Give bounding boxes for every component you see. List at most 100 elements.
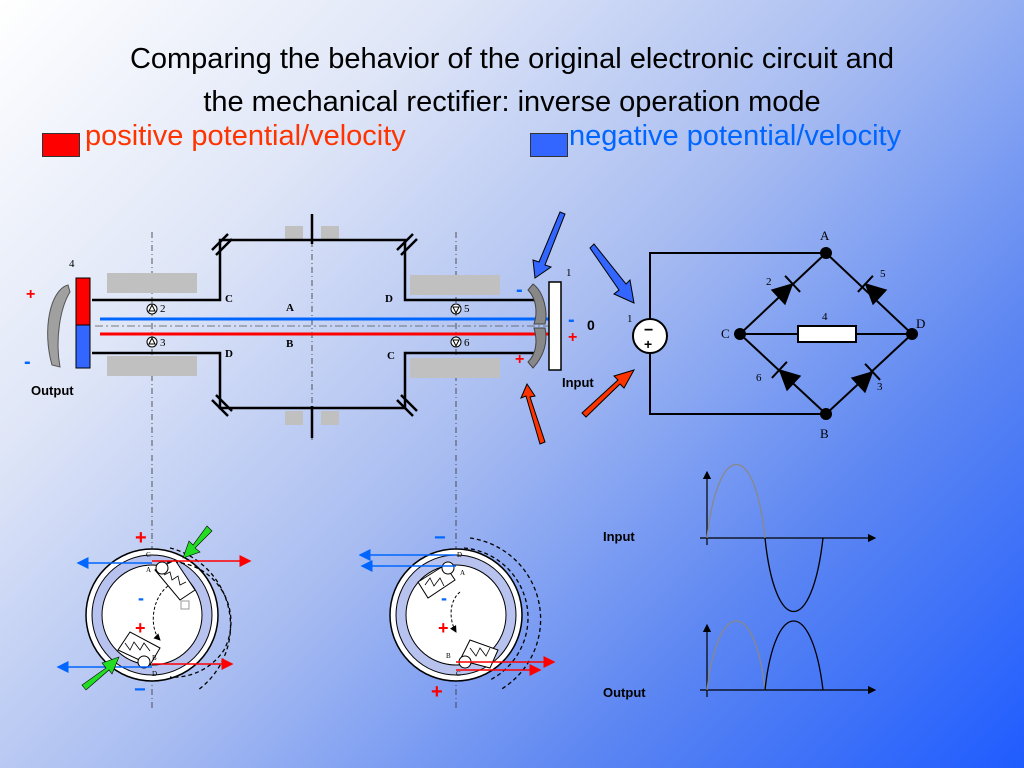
diode-label-3: 3 [877,381,883,393]
title-line-2: the mechanical rectifier: inverse operat… [203,86,821,118]
output-plate-positive [75,277,91,326]
bearing-block [321,226,339,240]
bearing-block [285,226,303,240]
port-label-C-right: C [387,350,395,362]
waveform-input-label: Input [603,529,635,544]
port-label-C-left: C [225,293,233,305]
bridge-diodes [734,247,918,420]
source-label-1: 1 [627,313,633,325]
output-crank [47,284,71,368]
valve-label-5: 5 [464,303,470,315]
cs-left-B: B [152,654,157,662]
bearing-block [285,411,303,425]
bridge-labels: A B C D 2 5 6 3 4 1 − + [627,228,925,441]
node-D [906,328,918,340]
shaft-label-B: B [286,338,294,350]
cs-right-minus-mid: - [441,588,447,608]
cross-section-right: D A B C − - + + [358,455,556,710]
cs-left-C: C [146,551,151,559]
input-crank-bottom [527,327,547,369]
cs-left-D: D [152,670,157,678]
node-C [734,328,746,340]
node-B [820,408,832,420]
label-1: 1 [566,267,572,279]
cs-left-A: A [146,566,151,574]
valves [146,303,462,348]
input-arrows [520,211,636,445]
cs-right-A: A [460,569,465,577]
positive-swatch [42,133,80,157]
arrow-blue-down [532,211,566,279]
output-wave-half-1 [706,620,766,691]
green-arrow-bottom [81,656,120,691]
output-minus: - [24,351,31,373]
waveform-input: Input [603,463,877,613]
input-minus-right: - [568,309,575,331]
negative-swatch [530,133,568,157]
slide-title: Comparing the behavior of the original e… [0,38,1024,124]
negative-label: negative potential/velocity [569,120,902,152]
output-wave-half-2 [764,620,824,691]
green-arrow-top [182,525,213,559]
node-label-A: A [820,228,830,243]
arrow-blue-diag [589,243,635,304]
output-plus: + [26,286,35,303]
input-minus-top: - [516,279,523,301]
node-label-D: D [916,316,925,331]
diode-6 [771,361,802,392]
resistor-label-4: 4 [822,311,828,323]
input-wave-positive-half [706,463,766,539]
shaft-label-A: A [286,302,294,314]
source-plus: + [644,336,652,352]
bridge-circuit [632,252,913,415]
label-4: 4 [69,258,75,270]
bearing-block [410,275,500,295]
output-plate-negative [75,324,91,369]
node-label-B: B [820,426,829,441]
diode-3 [850,363,881,394]
input-plate [548,281,562,371]
bearing-block [321,411,339,425]
input-wave-negative-half [764,537,824,613]
housing-outline [92,214,535,438]
title-line-1: Comparing the behavior of the original e… [129,43,895,75]
node-label-C: C [721,326,730,341]
input-plus-right: + [568,329,577,346]
port-label-D-left: D [225,348,233,360]
node-A [820,247,832,259]
positive-label: positive potential/velocity [85,120,406,152]
cs-left-minus-mid: - [138,588,144,608]
diode-label-2: 2 [766,276,772,288]
cs-right-minus-top: − [434,527,446,549]
waveform-output: Output [603,620,877,700]
bearing-block [107,273,197,293]
arrow-red-up [520,382,546,445]
diode-2 [770,275,801,306]
cs-left-minus-bottom: − [134,679,146,701]
source-minus: − [644,322,653,339]
bearing-block [107,356,197,376]
input-plus-bottom: + [515,351,524,368]
cs-right-plus-bottom: + [431,681,443,703]
input-label: Input [562,375,594,390]
cs-right-D: D [457,551,462,559]
cs-left-plus-mid: + [135,618,146,638]
output-label: Output [31,383,74,398]
cs-right-C: C [456,670,461,678]
diode-5 [857,275,888,306]
cross-section-left: C A B D + - + − [56,455,252,710]
resistor-4 [797,325,857,343]
cs-left-plus-top: + [135,527,147,549]
bearing-block [410,358,500,378]
valve-label-6: 6 [464,337,470,349]
valve-label-2: 2 [160,303,166,315]
voltage-source-1 [632,318,668,354]
diode-label-5: 5 [880,268,886,280]
input-crank-top [527,283,547,325]
mechanical-rectifier: 4 1 2 3 5 6 C D D C A B + - Output - - +… [24,211,636,450]
waveform-output-label: Output [603,685,646,700]
diode-label-6: 6 [756,372,762,384]
port-label-D-right: D [385,293,393,305]
cs-right-plus-mid: + [438,618,449,638]
